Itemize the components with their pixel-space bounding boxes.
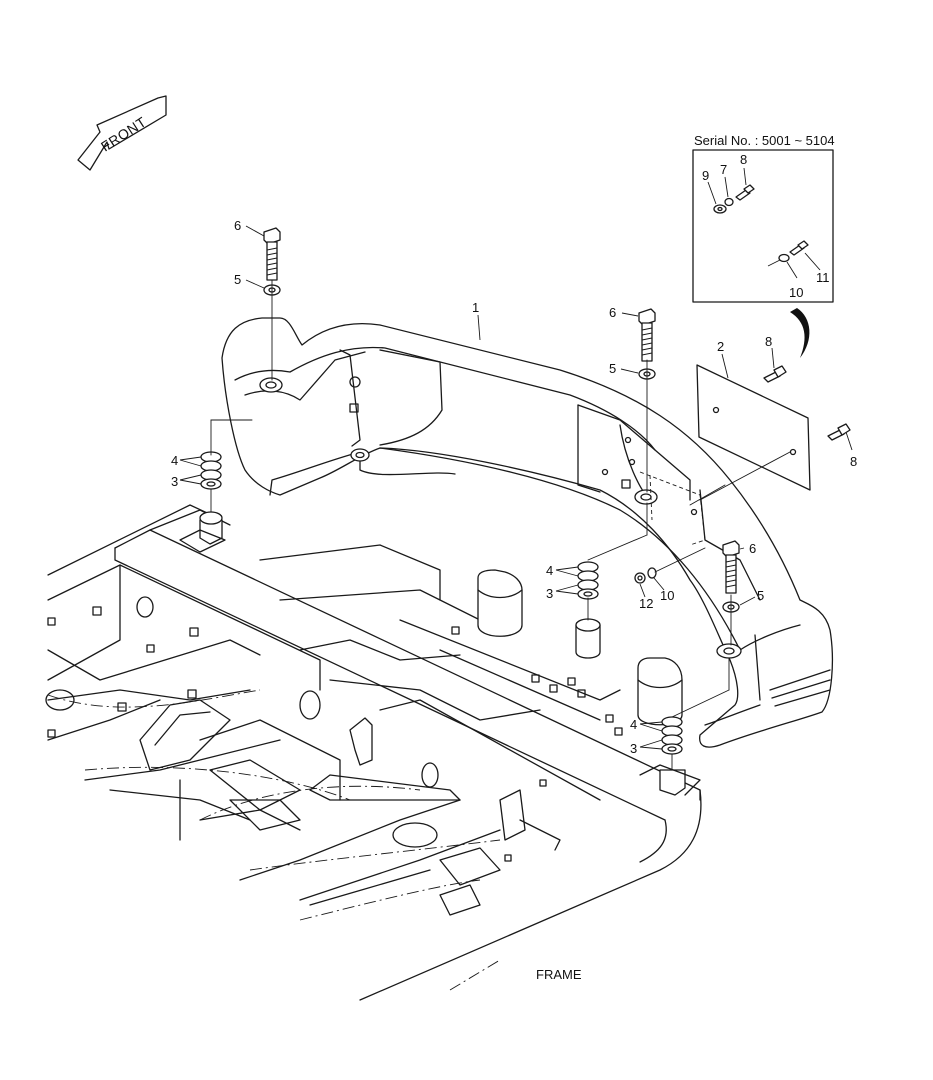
callout-4-right: 4 [630, 717, 637, 732]
counterweight-body [221, 317, 834, 748]
mount-pedestal-center [477, 569, 601, 659]
callout-10-inset: 10 [789, 285, 803, 300]
callout-12: 12 [639, 596, 653, 611]
bolt-right [722, 540, 740, 594]
callout-3-right: 3 [630, 741, 637, 756]
callout-1: 1 [472, 300, 479, 315]
mount-stack-left [200, 451, 222, 490]
callout-4-left: 4 [171, 453, 178, 468]
callout-8-lower: 8 [850, 454, 857, 469]
callout-5-left: 5 [234, 272, 241, 287]
callout-leaders [179, 225, 853, 750]
callout-6-left: 6 [234, 218, 241, 233]
mount-stack-center [577, 561, 599, 600]
serial-inset-box: Serial No. : 5001 ~ 5104 [692, 133, 835, 358]
cover-plate [696, 364, 811, 491]
mount-stack-right [661, 716, 683, 755]
plate-bolt-lower [827, 423, 851, 441]
inset-title: Serial No. : 5001 ~ 5104 [694, 133, 835, 148]
callout-8-inset: 8 [740, 152, 747, 167]
callout-6-right: 6 [749, 541, 756, 556]
callout-7: 7 [720, 162, 727, 177]
mount-pedestal-right [637, 657, 701, 796]
callout-9: 9 [702, 168, 709, 183]
plate-bolt-upper [763, 365, 787, 383]
callout-5-center: 5 [609, 361, 616, 376]
callout-6-center: 6 [609, 305, 616, 320]
callout-2: 2 [717, 339, 724, 354]
nut-washer [634, 567, 657, 584]
mount-pedestal-left [179, 511, 226, 553]
assembly-axis-lines [210, 279, 791, 771]
frame-structure [45, 504, 702, 1001]
callout-5-right: 5 [757, 588, 764, 603]
callout-8-upper: 8 [765, 334, 772, 349]
callout-4-center: 4 [546, 563, 553, 578]
inset-hardware-lower [767, 240, 821, 279]
frame-caption: FRAME [536, 967, 582, 982]
inset-hardware-upper [707, 167, 755, 214]
callout-numbers: 1 2 3 3 3 4 4 4 5 5 5 6 6 6 7 8 8 8 9 10… [171, 152, 857, 756]
callout-3-left: 3 [171, 474, 178, 489]
front-direction-arrow: FRONT [77, 95, 167, 171]
callout-3-center: 3 [546, 586, 553, 601]
bolt-center [638, 308, 656, 362]
bolt-left [263, 227, 281, 281]
callout-10-main: 10 [660, 588, 674, 603]
callout-11: 11 [816, 270, 830, 285]
